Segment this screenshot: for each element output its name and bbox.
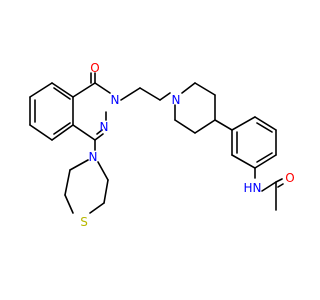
thiomorpholine-ring	[64, 159, 109, 214]
nitrogen-label-piperidine: N	[172, 93, 181, 107]
nitrogen-label-amide: N	[253, 181, 262, 195]
acetamide-group	[254, 167, 284, 211]
sulfur-label: S	[80, 215, 88, 229]
oxygen-label-carbonyl: O	[90, 61, 99, 75]
hydrogen-label-amide: H	[243, 181, 252, 195]
benzo-ring	[29, 82, 74, 141]
nitrogen-label-n3: N	[100, 120, 109, 134]
piperidine-ring	[174, 82, 233, 134]
nitrogen-label-thiomorpholine: N	[89, 150, 98, 164]
nitrogen-label-n2: N	[111, 93, 120, 107]
pyridazinone-ring	[72, 72, 111, 151]
phenyl-ring	[231, 116, 277, 169]
propyl-linker	[120, 87, 171, 101]
molecule-structure: O N N N S N H N O	[29, 61, 295, 229]
oxygen-label-amide: O	[285, 171, 294, 185]
